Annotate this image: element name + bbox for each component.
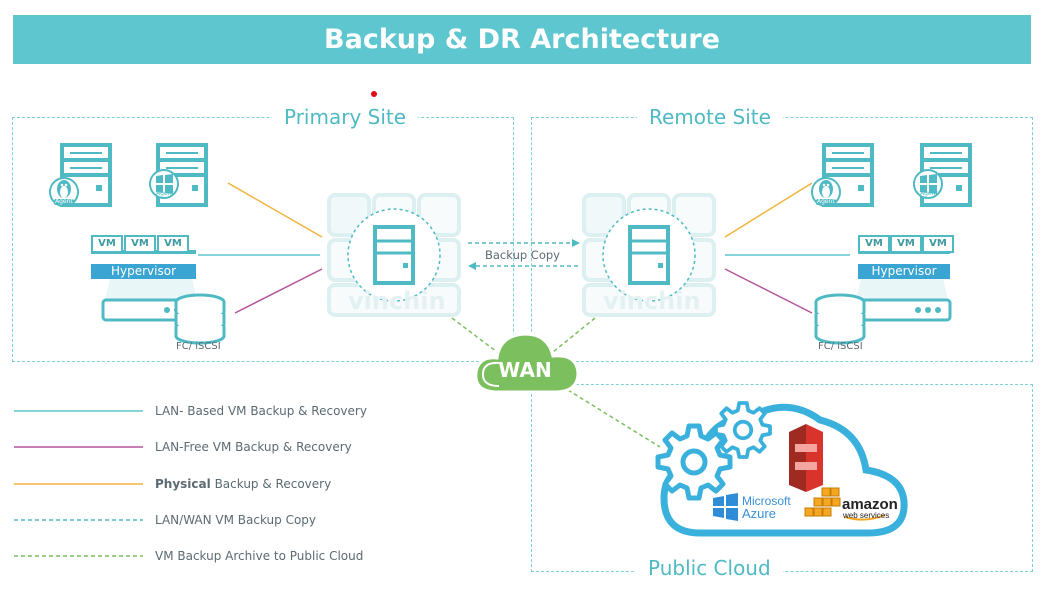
remote-storage-array-icon — [852, 272, 952, 322]
azure-label: Azure — [742, 506, 776, 521]
legend-archive-cloud: VM Backup Archive to Public Cloud — [155, 549, 364, 563]
amazon-label: amazon — [842, 496, 898, 513]
legend-physical-bold: Physical — [155, 477, 211, 491]
remote-vm-box: VM — [922, 235, 954, 253]
linux-agent-label: Agent — [55, 198, 73, 205]
physical-line-remote — [724, 182, 813, 238]
wan-label: WAN — [498, 358, 552, 382]
web-services-label: web services — [843, 511, 890, 520]
primary-site-title: Primary Site — [272, 105, 419, 129]
remote-windows-agent-label: Agent — [920, 190, 938, 197]
vm-box: VM — [91, 235, 123, 253]
backup-copy-label: Backup Copy — [485, 248, 560, 262]
legend-physical-text: Backup & Recovery — [210, 477, 332, 491]
remote-hypervisor-label: Hypervisor — [858, 264, 950, 279]
remote-storage-protocol-label: FC/ iSCSI — [818, 341, 863, 352]
aws-cubes-icon — [804, 487, 841, 517]
windows-agent-label: Agent — [156, 190, 174, 197]
gear-icon-large — [658, 426, 730, 498]
remote-linux-agent-label: Agent — [817, 198, 835, 205]
hypervisor-label: Hypervisor — [91, 264, 196, 279]
legend-backup-copy: LAN/WAN VM Backup Copy — [155, 513, 317, 527]
microsoft-logo-icon — [713, 493, 738, 521]
lan-free-line-remote — [724, 268, 813, 314]
public-cloud-title: Public Cloud — [636, 556, 783, 580]
red-dot-marker — [371, 91, 377, 97]
legend-lan-based: LAN- Based VM Backup & Recovery — [155, 404, 367, 418]
gear-icon-small — [714, 401, 772, 459]
remote-vm-box: VM — [858, 235, 890, 253]
remote-vm-box: VM — [890, 235, 922, 253]
primary-watermark: vinchin — [348, 287, 446, 315]
title-banner: Backup & DR Architecture — [13, 15, 1031, 64]
legend-lan-free: LAN-Free VM Backup & Recovery — [155, 440, 352, 454]
remote-database-icon — [814, 293, 866, 345]
storage-protocol-label: FC/ iSCSI — [176, 341, 221, 352]
amazon-s3-icon — [789, 424, 823, 492]
database-icon — [174, 293, 226, 345]
remote-site-title: Remote Site — [637, 105, 783, 129]
lan-free-line-primary — [234, 268, 323, 314]
vm-box: VM — [124, 235, 156, 253]
page-title: Backup & DR Architecture — [324, 24, 720, 55]
remote-watermark: vinchin — [603, 287, 701, 315]
legend-physical: Physical Backup & Recovery — [155, 477, 331, 491]
physical-line-primary — [227, 182, 323, 238]
vm-box: VM — [157, 235, 189, 253]
microsoft-label: Microsoft — [742, 494, 791, 508]
wan-cloud-icon — [474, 332, 580, 394]
primary-site-zone — [12, 117, 514, 362]
